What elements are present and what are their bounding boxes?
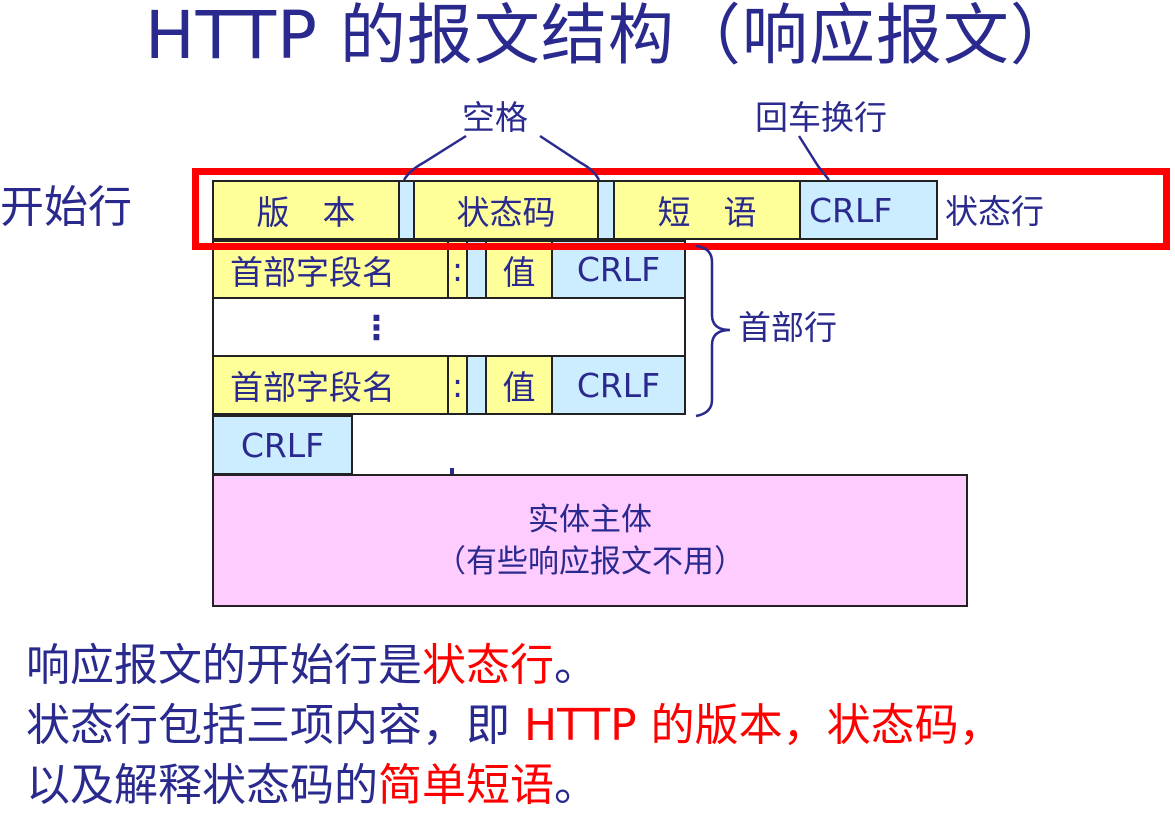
punctuation: 。 [554, 640, 598, 691]
space-callout-line-right [539, 134, 601, 181]
punctuation: 。 [554, 760, 598, 811]
explanation-line-3: 以及解释状态码的简单短语。 [26, 756, 598, 816]
entity-body: 实体主体 （有些响应报文不用） [212, 474, 968, 607]
crlf-callout-label: 回车换行 [755, 98, 887, 137]
page-title: HTTP 的报文结构（响应报文） [145, 0, 1077, 74]
punctuation: ， [958, 700, 1003, 751]
highlight-status-line: 状态行 [422, 640, 554, 691]
explanation-text: 响应报文的开始行是 [26, 640, 422, 691]
highlight-reason-phrase: 简单短语 [378, 760, 554, 811]
entity-body-note: （有些响应报文不用） [435, 543, 745, 580]
explanation-line-2: 状态行包括三项内容，即 HTTP 的版本，状态码， [26, 696, 1003, 756]
header-value-cell: 值 [485, 355, 553, 415]
ellipsis-row: ⋮ [212, 297, 686, 357]
tick-mark [450, 468, 454, 474]
highlight-http-version: HTTP 的版本 [524, 700, 783, 751]
blank-line-crlf-cell: CRLF [212, 415, 353, 475]
highlight-status-code: 状态码 [826, 700, 959, 751]
status-line-label: 状态行 [945, 192, 1044, 231]
start-line-label: 开始行 [0, 182, 132, 233]
space-label: 空格 [462, 98, 528, 137]
explanation-line-1: 响应报文的开始行是状态行。 [26, 636, 598, 696]
divider [351, 415, 353, 475]
phrase-cell: 短 语 [613, 180, 801, 240]
status-code-cell: 状态码 [413, 180, 599, 240]
explanation-text: 状态行包括三项内容，即 [26, 700, 524, 751]
status-crlf-cell: CRLF [799, 180, 938, 240]
explanation-text: 以及解释状态码的 [26, 760, 378, 811]
punctuation: ， [782, 700, 827, 751]
entity-body-title: 实体主体 [528, 501, 652, 538]
crlf-callout-line [797, 135, 830, 181]
header-lines-label: 首部行 [738, 308, 837, 347]
version-cell: 版 本 [212, 180, 400, 240]
header-crlf-cell: CRLF [551, 355, 686, 415]
space-callout-line-left [402, 134, 467, 181]
brace-icon [695, 244, 731, 418]
header-field-name-cell: 首部字段名 [212, 355, 449, 415]
